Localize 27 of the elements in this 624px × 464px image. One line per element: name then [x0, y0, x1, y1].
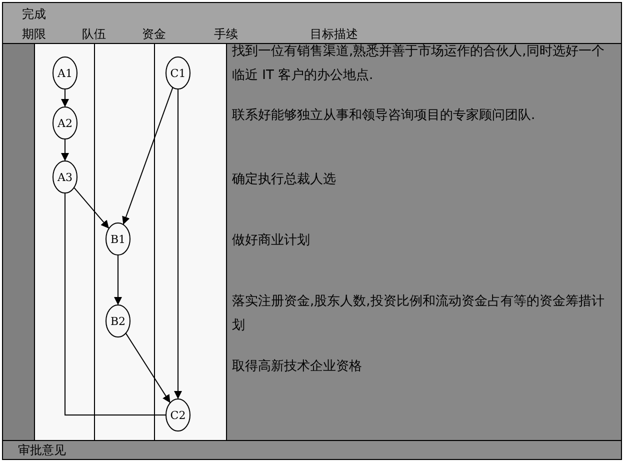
arrow: [74, 187, 110, 229]
arrow: [122, 86, 174, 226]
arrow: [61, 88, 69, 108]
column-header: 目标描述: [310, 26, 358, 43]
step-circle: C1: [165, 56, 191, 90]
step-circle: B2: [105, 304, 131, 338]
goal-description: 取得高新技术企业资格: [232, 358, 363, 376]
goal-description: 确定执行总裁人选: [232, 171, 337, 189]
goal-description: 联系好能够独立从事和领导咨询项目的专家顾问团队.: [232, 107, 536, 125]
arrow: [174, 88, 182, 400]
goal-description: 落实注册资金,股东人数,投资比例和流动资金占有等的资金筹措计划: [232, 293, 606, 335]
step-circle: C2: [165, 398, 191, 432]
step-circle: A3: [52, 160, 78, 194]
goal-description: 做好商业计划: [232, 232, 311, 250]
column-header: 资金: [142, 26, 166, 43]
column-header: 队伍: [82, 26, 106, 43]
step-circle: B1: [105, 222, 131, 256]
arrow: [61, 138, 69, 162]
arrow: [125, 332, 171, 404]
footer-label: 审批意见: [18, 442, 66, 459]
goal-description: 找到一位有销售渠道,熟悉并善于市场运作的合伙人,同时选好一个临近 IT 客户的办公地点.: [232, 43, 606, 85]
column-header: 手续: [214, 26, 238, 43]
connector-line: [64, 192, 166, 416]
arrow: [114, 254, 122, 306]
step-circle: A1: [52, 56, 78, 90]
column-header: 完成期限: [22, 6, 47, 43]
step-circle: A2: [52, 106, 78, 140]
